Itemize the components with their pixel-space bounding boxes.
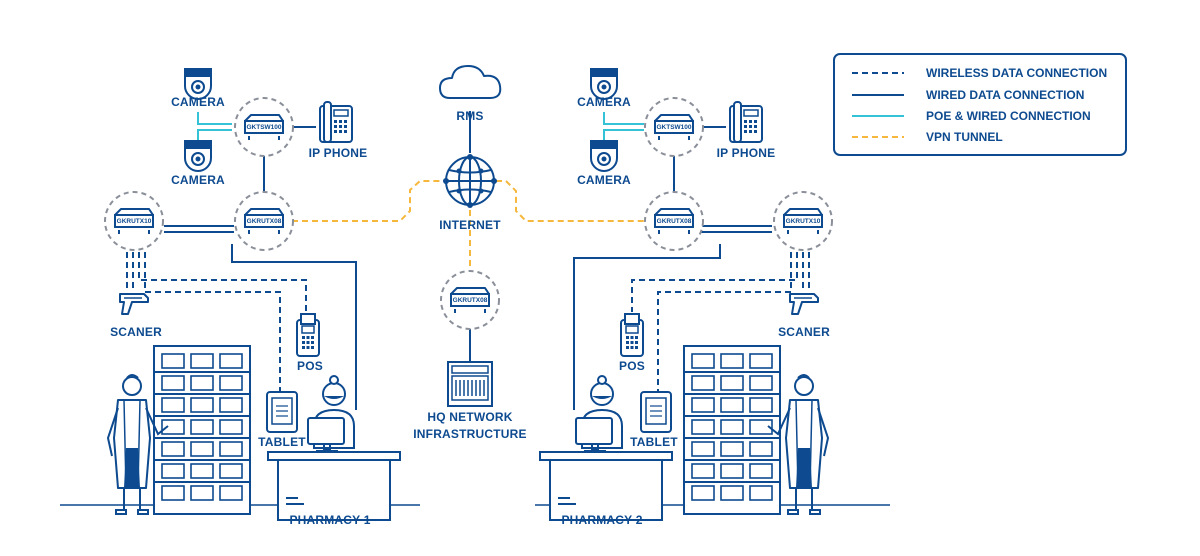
pharmacy2-label: PHARMACY 2	[561, 513, 642, 527]
poe-camera2-left	[197, 129, 232, 142]
tablet-label: TABLET	[630, 435, 678, 449]
router-model: GKRUTX10	[786, 218, 821, 225]
shelf-left	[153, 345, 251, 515]
internet-label: INTERNET	[439, 218, 501, 232]
hq-label-line1: HQ NETWORK	[427, 410, 512, 424]
internet-node: INTERNET	[439, 154, 501, 232]
ip-phone-label: IP PHONE	[717, 146, 776, 160]
operator-icon	[575, 375, 623, 455]
server-rack-icon	[447, 361, 493, 407]
hq-router: GKRUTX08	[440, 270, 500, 330]
hq-infrastructure: HQ NETWORK INFRASTRUCTURE	[413, 361, 527, 441]
scanner-left: SCANER	[110, 293, 162, 339]
rms-cloud: RMS	[439, 65, 502, 123]
camera-bottom-left: CAMERA	[171, 139, 225, 187]
camera-bottom-right: CAMERA	[577, 139, 631, 187]
poe-camera1-left	[197, 112, 232, 125]
phone-icon	[319, 101, 353, 143]
legend-wireless-label: WIRELESS DATA CONNECTION	[926, 66, 1107, 80]
camera-top-right: CAMERA	[577, 67, 631, 109]
pos-icon	[296, 313, 320, 357]
ip-phone-label: IP PHONE	[309, 146, 368, 160]
router-model: GKRUTX08	[247, 218, 282, 225]
scanner-right: SCANER	[778, 293, 830, 339]
globe-icon	[443, 154, 497, 208]
scanner-icon	[789, 293, 819, 315]
vpn-right	[496, 180, 648, 222]
tablet-icon	[640, 391, 672, 433]
legend-vpn-label: VPN TUNNEL	[926, 130, 1003, 144]
phone-icon	[729, 101, 763, 143]
camera-label: CAMERA	[577, 95, 631, 109]
legend-poe-label: POE & WIRED CONNECTION	[926, 109, 1091, 123]
legend-wired-label: WIRED DATA CONNECTION	[926, 88, 1084, 102]
tablet-left: TABLET	[258, 391, 306, 449]
scanner-label: SCANER	[778, 325, 830, 339]
wl-router-pos-left	[138, 252, 307, 312]
wl-router-pos-right	[631, 252, 798, 312]
router-model: GKRUTX08	[657, 218, 692, 225]
pharmacy1-label: PHARMACY 1	[289, 513, 370, 527]
ip-phone-right: IP PHONE	[717, 101, 776, 160]
pos-right: POS	[619, 313, 645, 373]
shelf-right	[683, 345, 781, 515]
pos-label: POS	[619, 359, 645, 373]
scanner-label: SCANER	[110, 325, 162, 339]
cloud-icon	[439, 65, 502, 99]
router-main-right: GKRUTX08	[644, 191, 704, 251]
scanner-icon	[119, 293, 149, 315]
desk-icon	[539, 451, 673, 521]
wl-router-tablet-right	[657, 252, 792, 392]
tablet-icon	[266, 391, 298, 433]
legend: WIRELESS DATA CONNECTION WIRED DATA CONN…	[833, 53, 1127, 156]
router-wireless-right: GKRUTX10	[773, 191, 833, 251]
switch-model: GKTSW100	[246, 124, 281, 131]
wl-router-tablet-left	[144, 252, 281, 392]
router-model: GKRUTX10	[117, 218, 152, 225]
switch-left: GKTSW100	[234, 97, 294, 157]
router-wireless-left: GKRUTX10	[104, 191, 164, 251]
pos-icon	[620, 313, 644, 357]
camera-label: CAMERA	[171, 95, 225, 109]
vpn-left	[292, 180, 452, 222]
shelf-icon	[683, 345, 781, 515]
switch-right: GKTSW100	[644, 97, 704, 157]
operator-icon	[307, 375, 355, 455]
wire-router-pc-right	[573, 244, 721, 410]
camera-top-left: CAMERA	[171, 67, 225, 109]
poe-camera1-right	[603, 112, 644, 125]
desk-icon	[267, 451, 401, 521]
connections	[126, 111, 810, 410]
pos-left: POS	[296, 313, 323, 373]
wire-router-pc-left	[231, 244, 357, 410]
tablet-right: TABLET	[630, 391, 678, 449]
hq-label-line2: INFRASTRUCTURE	[413, 427, 526, 441]
legend-box	[833, 53, 1127, 156]
tablet-label: TABLET	[258, 435, 306, 449]
camera-icon	[589, 139, 619, 172]
ip-phone-left: IP PHONE	[309, 101, 368, 160]
hq-router-model: GKRUTX08	[453, 297, 488, 304]
camera-label: CAMERA	[577, 173, 631, 187]
camera-label: CAMERA	[171, 173, 225, 187]
poe-camera2-right	[603, 129, 644, 142]
router-main-left: GKRUTX08	[234, 191, 294, 251]
camera-icon	[183, 139, 213, 172]
pos-label: POS	[297, 359, 323, 373]
rms-label: RMS	[456, 109, 483, 123]
shelf-icon	[153, 345, 251, 515]
switch-model: GKTSW100	[656, 124, 691, 131]
